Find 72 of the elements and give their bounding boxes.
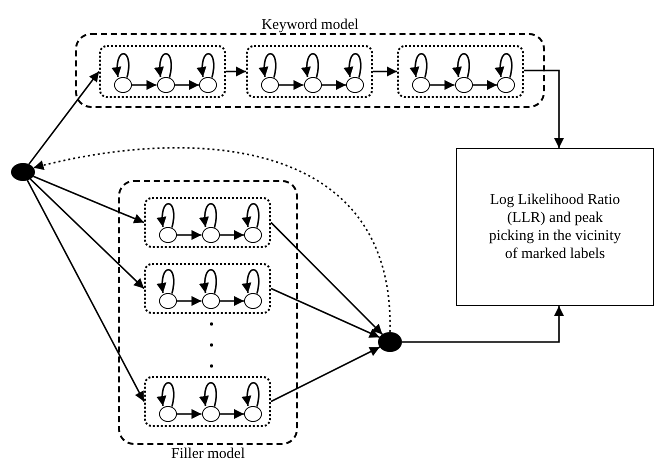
- self-loop-arrow: [410, 53, 428, 78]
- arrow: [174, 80, 199, 90]
- arrow: [177, 230, 202, 240]
- state-circle: [346, 77, 364, 93]
- process-box: [456, 148, 654, 306]
- self-loop-arrow: [452, 53, 470, 78]
- arrow: [28, 71, 100, 165]
- state-circle: [202, 406, 220, 422]
- arrow: [322, 80, 346, 90]
- self-loop-arrow: [242, 269, 260, 294]
- arrow: [524, 70, 564, 148]
- state-circle: [202, 293, 220, 309]
- self-loop-arrow: [200, 269, 218, 294]
- state-circle: [244, 406, 262, 422]
- dotted-model-box: [144, 197, 271, 248]
- arrow: [220, 409, 244, 419]
- state-circle: [261, 77, 279, 93]
- dotted-model-box: [144, 263, 271, 314]
- arrow: [430, 80, 454, 90]
- arrow: [220, 296, 244, 306]
- state-circle: [159, 227, 177, 243]
- dotted-model-box: [397, 45, 524, 98]
- state-circle: [244, 227, 262, 243]
- process-text: Log Likelihood Ratio (LLR) and peak picking in the vicinity of marked labels: [488, 191, 622, 263]
- self-loop-arrow: [259, 53, 277, 78]
- self-loop-arrow: [344, 53, 362, 78]
- state-circle: [114, 77, 132, 93]
- self-loop-arrow: [302, 53, 320, 78]
- self-loop-arrow: [495, 53, 513, 78]
- arrow: [177, 409, 202, 419]
- self-loop-arrow: [154, 53, 172, 78]
- self-loop-arrow: [242, 203, 260, 228]
- dotted-model-box: [144, 376, 271, 427]
- arrow: [177, 296, 202, 306]
- self-loop-arrow: [242, 382, 260, 407]
- self-loop-arrow: [197, 53, 215, 78]
- self-loop-arrow: [112, 53, 130, 78]
- self-loop-arrow: [200, 203, 218, 228]
- self-loop-arrow: [157, 269, 175, 294]
- arrow: [270, 222, 383, 335]
- arrow: [279, 80, 304, 90]
- arrow: [226, 66, 246, 76]
- arrow: [220, 230, 244, 240]
- self-loop-arrow: [157, 382, 175, 407]
- arrow: [132, 80, 156, 90]
- self-loop-arrow: [157, 203, 175, 228]
- group-title: Keyword model: [260, 16, 360, 34]
- self-loop-arrow: [200, 382, 218, 407]
- dotted-model-box: [246, 45, 373, 98]
- state-circle: [454, 77, 472, 93]
- state-circle: [199, 77, 217, 93]
- dotted-model-box: [99, 45, 226, 98]
- state-circle: [202, 227, 220, 243]
- group-title: Filler model: [170, 445, 246, 463]
- state-circle: [304, 77, 322, 93]
- state-circle: [244, 293, 262, 309]
- arrow: [270, 346, 380, 402]
- state-circle: [156, 77, 174, 93]
- state-circle: [497, 77, 515, 93]
- arrow: [30, 178, 145, 290]
- arrow: [472, 80, 497, 90]
- state-circle: [159, 293, 177, 309]
- arrow: [26, 180, 145, 402]
- arrow: [33, 147, 391, 332]
- arrow: [402, 306, 564, 343]
- state-circle: [159, 406, 177, 422]
- end-node: [378, 332, 402, 352]
- start-node: [11, 163, 35, 181]
- arrow: [33, 176, 144, 224]
- arrow: [373, 66, 397, 76]
- state-circle: [412, 77, 430, 93]
- arrow: [270, 288, 380, 338]
